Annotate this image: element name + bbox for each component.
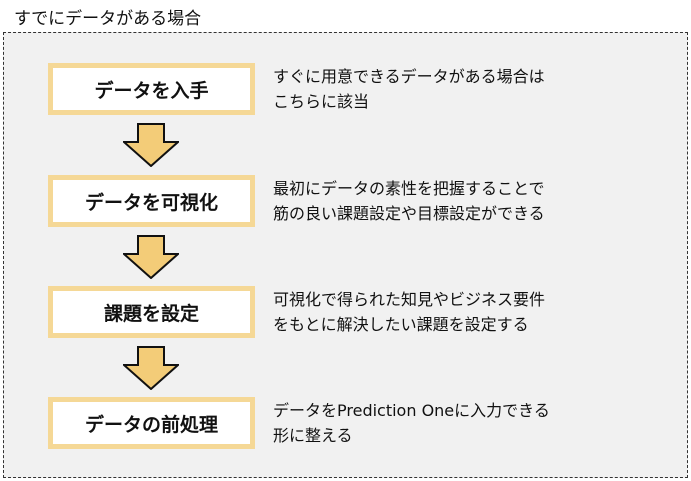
- step-desc-acquire: すぐに用意できるデータがある場合は こちらに該当: [273, 67, 545, 111]
- step-box-preprocess: データの前処理: [48, 397, 255, 449]
- step-desc-define-problem: 可視化で得られた知見やビジネス要件 をもとに解決したい課題を設定する: [273, 290, 546, 334]
- step-desc-preprocess: データをPrediction Oneに入力できる 形に整える: [273, 401, 550, 445]
- down-arrow-icon: [123, 235, 179, 279]
- step-box-acquire: データを入手: [48, 63, 255, 115]
- down-arrow-icon: [123, 123, 179, 167]
- diagram-title: すでにデータがある場合: [14, 9, 202, 29]
- step-box-define-problem: 課題を設定: [48, 286, 255, 338]
- step-box-visualize: データを可視化: [48, 175, 255, 227]
- down-arrow-icon: [123, 346, 179, 390]
- step-desc-visualize: 最初にデータの素性を把握することで 筋の良い課題設定や目標設定ができる: [273, 179, 545, 223]
